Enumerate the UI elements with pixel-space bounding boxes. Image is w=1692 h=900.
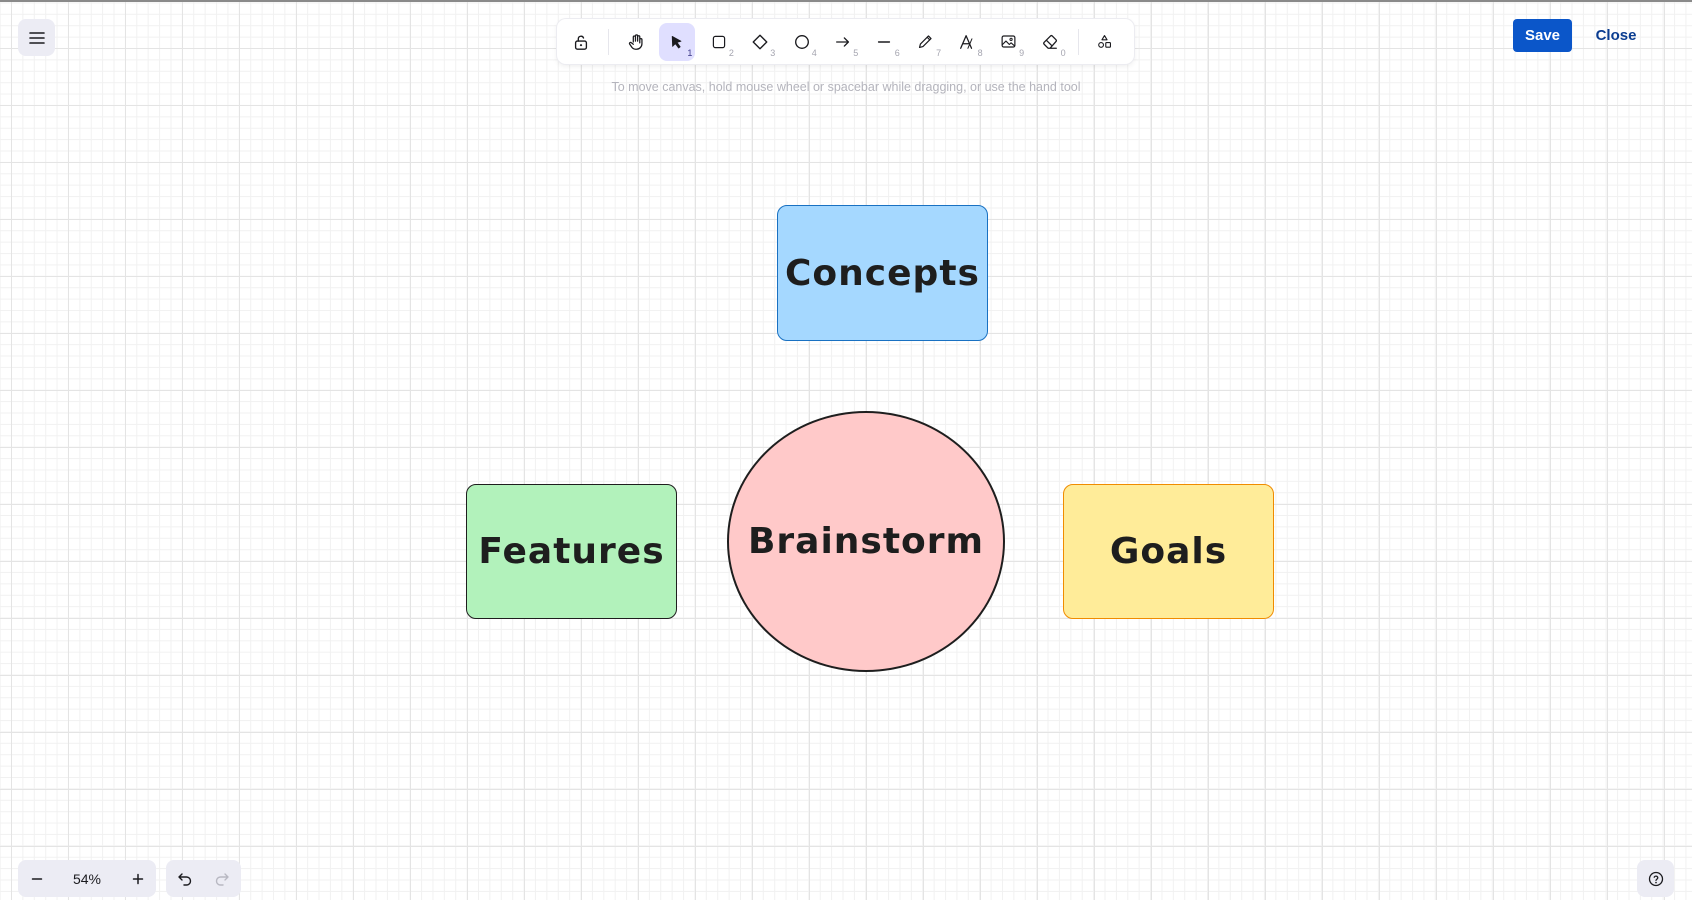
help-icon bbox=[1648, 871, 1663, 886]
shape-label: Features bbox=[478, 531, 665, 572]
ellipse-icon bbox=[794, 34, 809, 49]
shape-label: Concepts bbox=[785, 252, 980, 294]
tool-line[interactable]: 6 bbox=[866, 23, 902, 61]
lock-open-icon bbox=[575, 35, 588, 50]
help-button[interactable] bbox=[1637, 860, 1674, 897]
shape-goals[interactable]: Goals bbox=[1063, 484, 1274, 619]
shape-label: Brainstorm bbox=[747, 521, 985, 562]
zoom-level[interactable]: 54% bbox=[72, 870, 102, 887]
tool-shortcut: 0 bbox=[1060, 47, 1066, 58]
shapes-icon bbox=[1098, 34, 1112, 48]
tool-diamond[interactable]: 3 bbox=[742, 23, 778, 61]
toolbar-divider bbox=[1077, 28, 1079, 55]
canvas-hint: To move canvas, hold mouse wheel or spac… bbox=[611, 80, 1081, 94]
line-icon bbox=[878, 40, 891, 43]
tool-rectangle[interactable]: 2 bbox=[700, 23, 736, 61]
tool-eraser[interactable]: 0 bbox=[1032, 23, 1068, 61]
tool-text[interactable]: 8 bbox=[949, 23, 985, 61]
pencil-icon bbox=[919, 35, 933, 49]
redo-icon bbox=[215, 872, 229, 886]
eraser-icon bbox=[1043, 34, 1058, 49]
tool-arrow[interactable]: 5 bbox=[825, 23, 861, 61]
tool-hand[interactable] bbox=[617, 23, 653, 61]
shape-label: Goals bbox=[1109, 531, 1228, 572]
shape-concepts[interactable]: Concepts bbox=[777, 205, 988, 341]
tool-shortcut: 4 bbox=[811, 47, 817, 58]
save-button[interactable]: Save bbox=[1513, 19, 1572, 52]
shape-features[interactable]: Features bbox=[466, 484, 677, 619]
tool-shortcut: 1 bbox=[687, 47, 693, 58]
text-icon bbox=[960, 34, 973, 49]
tool-shortcut: 6 bbox=[894, 47, 900, 58]
arrow-right-icon bbox=[836, 36, 850, 47]
zoom-controls: 54% bbox=[18, 860, 156, 897]
tool-image[interactable]: 9 bbox=[991, 23, 1027, 61]
undo-icon bbox=[177, 872, 191, 886]
main-menu-button[interactable] bbox=[18, 19, 55, 56]
hamburger-icon bbox=[28, 31, 45, 44]
shapes-toolbar: 1 2 3 4 5 6 7 bbox=[557, 19, 1134, 64]
tool-selection[interactable]: 1 bbox=[658, 22, 696, 61]
minus-icon bbox=[31, 877, 42, 880]
zoom-in-button[interactable] bbox=[119, 860, 156, 897]
history-controls bbox=[166, 860, 241, 897]
tool-ellipse[interactable]: 4 bbox=[783, 23, 819, 61]
redo-button[interactable] bbox=[203, 860, 240, 897]
tool-shortcut: 5 bbox=[853, 47, 859, 58]
tool-shortcut: 2 bbox=[728, 47, 734, 58]
pointer-icon bbox=[671, 35, 682, 48]
close-button[interactable]: Close bbox=[1595, 27, 1637, 44]
diamond-icon bbox=[752, 34, 768, 49]
tool-draw[interactable]: 7 bbox=[908, 23, 944, 61]
tool-shortcut: 3 bbox=[770, 47, 776, 58]
tool-lock[interactable] bbox=[563, 23, 599, 61]
tool-more-shapes[interactable] bbox=[1087, 23, 1123, 61]
plus-icon bbox=[132, 873, 143, 884]
hand-icon bbox=[628, 33, 643, 50]
toolbar-divider bbox=[608, 28, 610, 55]
tool-shortcut: 8 bbox=[977, 47, 983, 58]
shape-brainstorm[interactable]: Brainstorm bbox=[727, 411, 1005, 672]
image-icon bbox=[1001, 35, 1016, 48]
rectangle-icon bbox=[712, 35, 725, 48]
zoom-out-button[interactable] bbox=[18, 860, 55, 897]
undo-button[interactable] bbox=[166, 860, 203, 897]
tool-shortcut: 7 bbox=[936, 47, 942, 58]
tool-shortcut: 9 bbox=[1019, 47, 1025, 58]
